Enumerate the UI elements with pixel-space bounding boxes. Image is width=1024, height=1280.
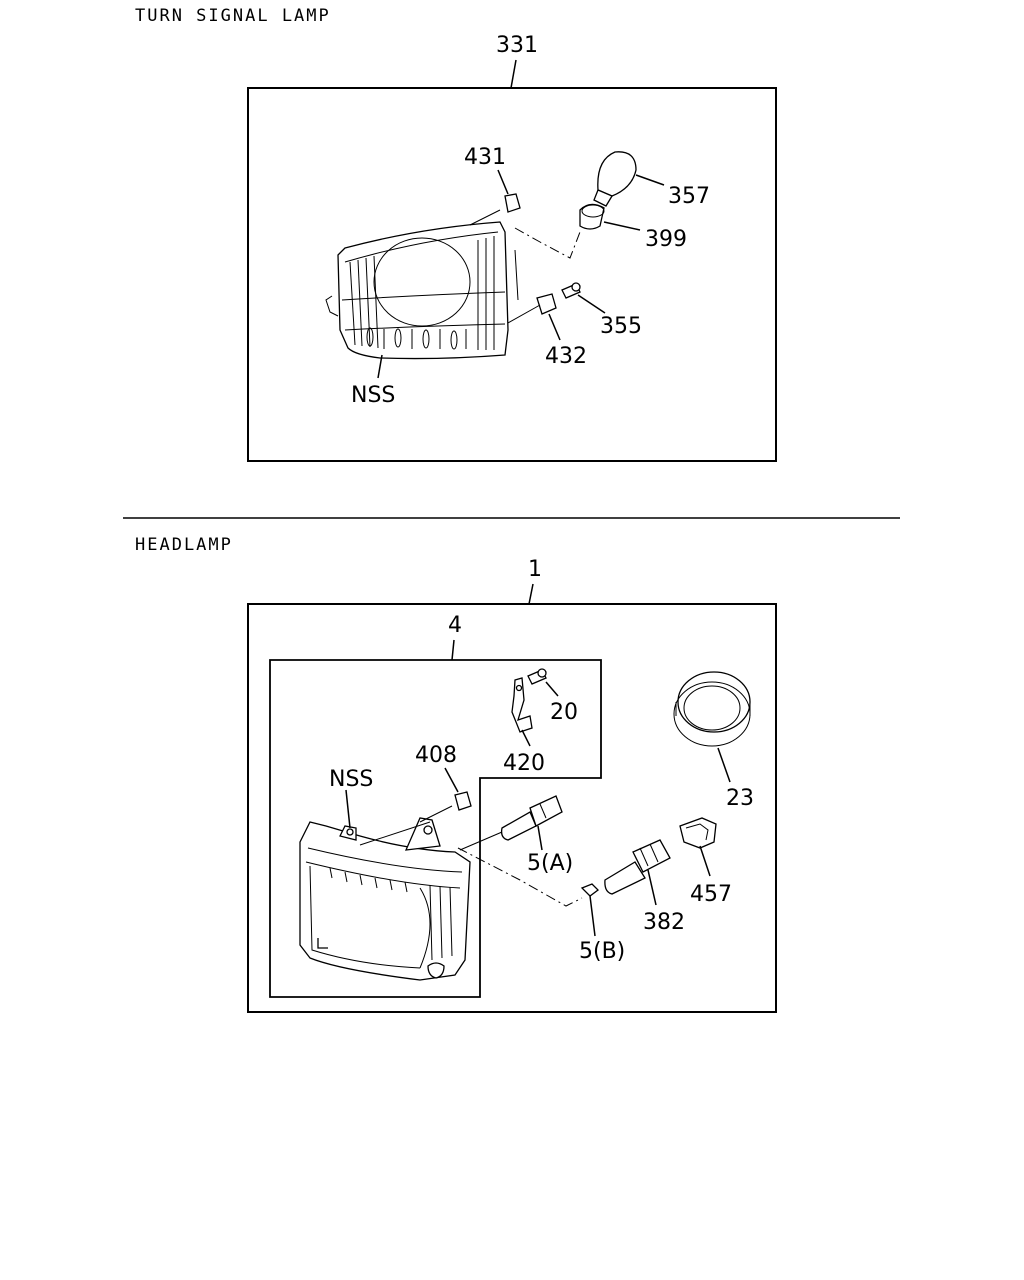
subassembly-4-frame bbox=[269, 659, 602, 998]
part-420-label: 420 bbox=[503, 751, 545, 776]
assembly-331-label: 331 bbox=[496, 33, 538, 58]
part-431: 431 bbox=[464, 145, 521, 226]
part-20-screw: 20 bbox=[527, 668, 578, 725]
part-355-label: 355 bbox=[600, 314, 642, 339]
part-357-label: 357 bbox=[668, 184, 710, 209]
part-5a-bulb: 5(A) bbox=[500, 795, 573, 876]
part-399-label: 399 bbox=[645, 227, 687, 252]
part-408-label: 408 bbox=[415, 743, 457, 768]
part-5b-label: 5(B) bbox=[579, 939, 625, 964]
headlamp-unit bbox=[299, 817, 471, 981]
part-20-label: 20 bbox=[550, 700, 578, 725]
part-457-holder: 457 bbox=[679, 817, 732, 907]
turn-signal-section: TURN SIGNAL LAMP 331 bbox=[135, 6, 777, 462]
part-408: 408 bbox=[415, 743, 472, 823]
headlamp-nss-label: NSS bbox=[329, 767, 373, 792]
headlamp-frame bbox=[247, 603, 777, 1013]
part-431-label: 431 bbox=[464, 145, 506, 170]
subassembly-4-label: 4 bbox=[448, 613, 462, 638]
part-432-label: 432 bbox=[545, 344, 587, 369]
part-457-label: 457 bbox=[690, 882, 732, 907]
turn-signal-title: TURN SIGNAL LAMP bbox=[135, 6, 331, 26]
part-382-socket: 382 bbox=[604, 839, 685, 935]
part-5a-label: 5(A) bbox=[527, 851, 573, 876]
part-399-socket: 399 bbox=[579, 203, 687, 252]
part-23-label: 23 bbox=[726, 786, 754, 811]
part-382-label: 382 bbox=[643, 910, 685, 935]
headlamp-section: HEADLAMP 1 4 bbox=[135, 535, 777, 1013]
part-432-clip: 432 bbox=[507, 293, 587, 369]
part-5b-bulb: 5(B) bbox=[579, 883, 625, 964]
part-420-bracket: 420 bbox=[503, 677, 545, 776]
turn-signal-nss-label: NSS bbox=[351, 383, 395, 408]
turn-signal-frame bbox=[247, 87, 777, 462]
headlamp-title: HEADLAMP bbox=[135, 535, 233, 555]
turn-signal-lens bbox=[325, 221, 519, 360]
part-355-screw: 355 bbox=[561, 282, 642, 339]
part-23-ring: 23 bbox=[673, 671, 754, 811]
assembly-1-label: 1 bbox=[528, 557, 542, 582]
part-357-bulb: 357 bbox=[593, 151, 710, 209]
